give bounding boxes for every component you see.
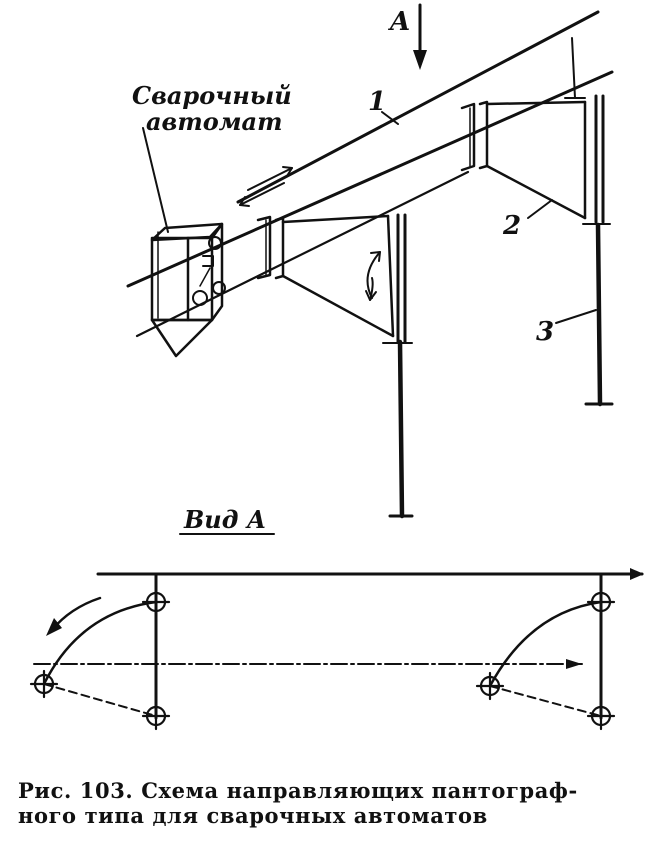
pivot-joint xyxy=(29,669,59,699)
caption-line-2: ного типа для сварочных автоматов xyxy=(18,803,488,828)
leader-3 xyxy=(555,309,597,324)
figure-caption: Рис. 103. Схема направляющих пантограф- … xyxy=(18,778,648,828)
marker-1: 1 xyxy=(368,87,386,117)
travel-arrows xyxy=(239,166,293,207)
marker-3: 3 xyxy=(536,317,554,347)
pivot-joint xyxy=(475,671,505,701)
view-a-right-arc xyxy=(488,600,603,688)
view-arrow-a xyxy=(413,3,427,70)
welding-automat xyxy=(150,222,226,358)
view-a-rotation-arrow xyxy=(46,596,102,636)
welder-label-line1: Сварочный xyxy=(132,81,292,110)
leader-1 xyxy=(381,111,399,125)
view-a-pivots xyxy=(29,587,616,731)
view-a-left-link xyxy=(43,683,157,717)
view-a-right-link xyxy=(489,685,602,717)
view-a-left-arc xyxy=(42,600,158,686)
welder-leader-line xyxy=(142,127,169,233)
view-arrow-label: A xyxy=(387,7,410,37)
marker-2: 2 xyxy=(502,211,521,241)
welder-label-line2: автомат xyxy=(146,107,282,136)
caption-line-1: Рис. 103. Схема направляющих пантограф- xyxy=(18,778,578,803)
leader-2 xyxy=(527,199,553,219)
front-post xyxy=(382,213,414,519)
pivot-joint xyxy=(141,701,171,731)
front-pantograph xyxy=(256,214,395,338)
pivot-joint xyxy=(141,587,171,617)
rear-post xyxy=(582,94,614,407)
pivot-joint xyxy=(586,701,616,731)
rotation-arrow xyxy=(365,251,381,301)
pivot-joint xyxy=(586,587,616,617)
guide-rail xyxy=(126,10,614,338)
rear-pantograph xyxy=(460,100,587,220)
view-title: Вид А xyxy=(183,505,266,534)
